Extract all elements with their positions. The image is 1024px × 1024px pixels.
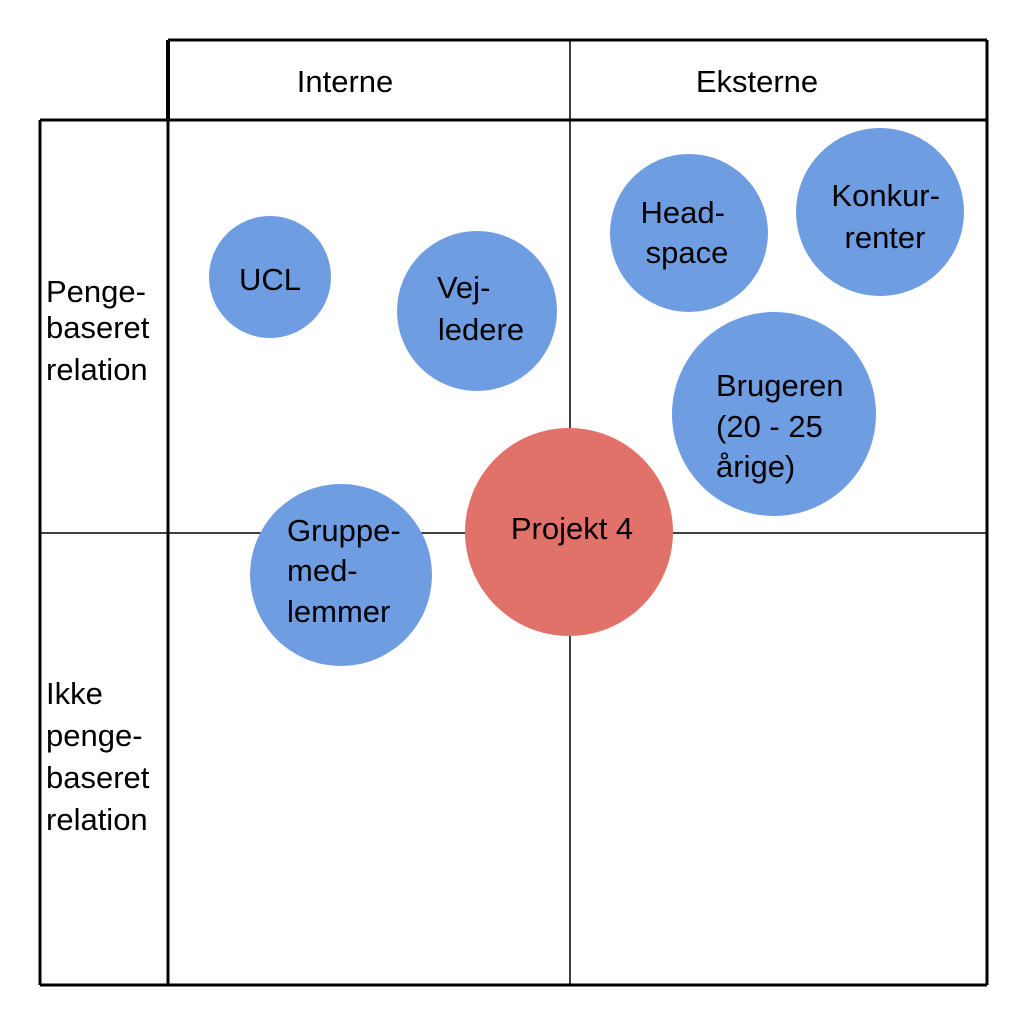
bubble-label-line: Brugeren: [716, 368, 844, 403]
bubble-label-line: ledere: [438, 312, 524, 347]
bubble-vejledere: Vej- ledere: [397, 231, 557, 391]
bubble-vejledere-label: Vej- ledere: [437, 270, 524, 347]
bubble-label-line: Head-: [640, 195, 724, 230]
column-header-internal: Interne: [297, 64, 394, 99]
bubble-konkurrenter-label: Konkur- renter: [831, 178, 948, 255]
bubble-gruppemedlemmer-circle: [250, 484, 432, 666]
bubble-label-line: (20 - 25: [716, 409, 823, 444]
bubble-label-line: Projekt 4: [511, 511, 633, 546]
bubble-projekt4-label: Projekt 4: [511, 511, 633, 546]
bubble-label-line: Vej-: [437, 270, 490, 305]
row-label-not-money-based-line: baseret: [46, 760, 150, 795]
row-label-money-based-line: Penge-: [46, 274, 146, 309]
bubble-label-line: renter: [845, 220, 926, 255]
bubble-headspace-label: Head- space: [640, 195, 733, 270]
row-label-money-based-line: baseret: [46, 310, 150, 345]
column-header-external: Eksterne: [696, 64, 818, 99]
bubble-brugeren-circle: [672, 312, 876, 516]
bubble-label-line: lemmer: [287, 594, 390, 629]
row-label-money-based-line: relation: [46, 352, 148, 387]
grid: [38, 38, 989, 987]
bubble-label-line: Konkur-: [831, 178, 940, 213]
bubble-brugeren: Brugeren (20 - 25 årige): [672, 312, 876, 516]
bubble-vejledere-circle: [397, 231, 557, 391]
bubble-ucl: UCL: [209, 216, 331, 338]
bubble-label-line: med-: [287, 553, 358, 588]
bubble-ucl-label: UCL: [239, 262, 301, 297]
bubble-konkurrenter-circle: [796, 128, 964, 296]
bubble-headspace-circle: [610, 154, 768, 312]
bubble-projekt4: Projekt 4: [465, 428, 673, 636]
bubble-brugeren-label: Brugeren (20 - 25 årige): [716, 368, 852, 484]
bubble-label-line: årige): [716, 449, 795, 484]
bubble-projekt4-circle: [465, 428, 673, 636]
row-label-money-based: Penge- baseret relation: [46, 274, 158, 387]
row-label-not-money-based-line: Ikke: [46, 676, 103, 711]
row-label-not-money-based: Ikke penge- baseret relation: [46, 676, 158, 837]
row-label-not-money-based-line: relation: [46, 802, 148, 837]
bubble-gruppemedlemmer-label: Gruppe- med- lemmer: [287, 513, 409, 629]
bubble-label-line: UCL: [239, 262, 301, 297]
bubble-label-line: space: [646, 235, 729, 270]
bubble-headspace: Head- space: [610, 154, 768, 312]
bubble-konkurrenter: Konkur- renter: [796, 128, 964, 296]
row-label-not-money-based-line: penge-: [46, 718, 143, 753]
bubble-label-line: Gruppe-: [287, 513, 401, 548]
bubble-ucl-circle: [209, 216, 331, 338]
bubble-gruppemedlemmer: Gruppe- med- lemmer: [250, 484, 432, 666]
